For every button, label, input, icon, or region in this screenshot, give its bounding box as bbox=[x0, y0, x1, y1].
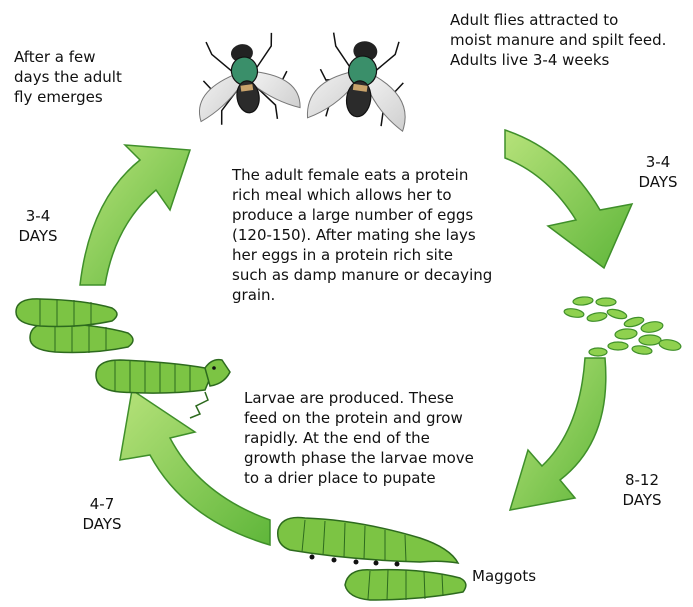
female-caption: The adult female eats a protein rich mea… bbox=[232, 165, 492, 305]
adult-emerges-caption: After a few days the adult fly emerges bbox=[14, 47, 122, 107]
duration-right: 8-12 DAYS bbox=[612, 470, 672, 510]
duration-left: 3-4 DAYS bbox=[8, 206, 68, 246]
arrow-pupae-to-fly bbox=[80, 145, 190, 285]
arrow-eggs-to-maggots bbox=[510, 358, 606, 510]
adult-flies-caption: Adult flies attracted to moist manure an… bbox=[450, 10, 666, 70]
duration-bottom-left: 4-7 DAYS bbox=[72, 494, 132, 534]
pupae-illustration bbox=[16, 299, 133, 353]
fly-right-illustration bbox=[307, 31, 416, 132]
arrow-fly-to-eggs bbox=[505, 130, 632, 268]
maggots-label: Maggots bbox=[472, 566, 536, 586]
larva-illustration bbox=[96, 360, 230, 418]
larvae-caption: Larvae are produced. These feed on the p… bbox=[244, 388, 474, 488]
maggot-upper bbox=[278, 518, 458, 567]
eggs-cluster bbox=[563, 296, 681, 356]
fly-left-illustration bbox=[190, 30, 302, 129]
maggot-lower bbox=[345, 570, 466, 600]
duration-top-right: 3-4 DAYS bbox=[628, 152, 688, 192]
